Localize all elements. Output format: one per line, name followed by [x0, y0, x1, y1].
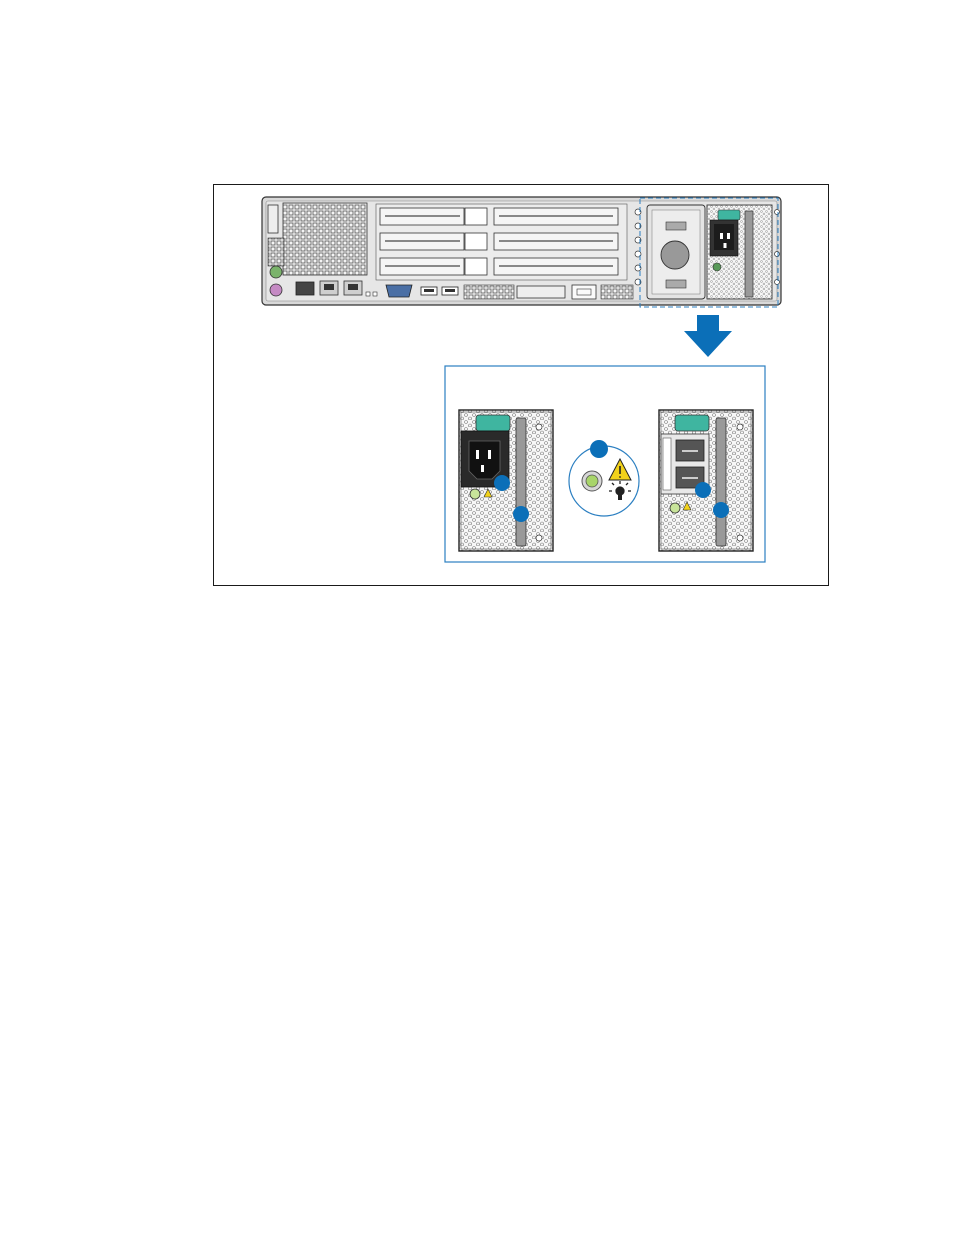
psu-ac-detail — [459, 410, 553, 551]
id-button — [268, 205, 278, 233]
vga-port — [386, 285, 412, 297]
ps2-keyboard-port — [270, 284, 282, 296]
rear-vent-grid — [283, 203, 367, 275]
callout-marker — [590, 440, 608, 458]
io-vent-strip-2 — [601, 285, 633, 299]
serial-port — [296, 282, 314, 295]
down-arrow-icon — [684, 315, 732, 357]
psu-handle — [516, 418, 526, 546]
pci-slots — [376, 204, 627, 280]
psu-dc-detail — [659, 410, 753, 551]
psu-filler-panel — [647, 205, 705, 299]
callout-marker — [494, 475, 510, 491]
release-latch — [675, 415, 709, 431]
rear-vent-grid-small — [268, 238, 284, 266]
installed-power-supply — [707, 205, 772, 299]
release-latch — [476, 415, 510, 431]
ext-connector — [572, 285, 596, 299]
server-rear-panel — [262, 197, 781, 307]
psu-led — [470, 489, 480, 499]
psu-handle — [716, 418, 726, 546]
io-vent-strip — [464, 285, 514, 299]
callout-marker — [713, 502, 729, 518]
callout-marker — [695, 482, 711, 498]
psu-led — [670, 503, 680, 513]
ps2-mouse-port — [270, 266, 282, 278]
sas-connector — [517, 286, 565, 298]
callout-marker — [513, 506, 529, 522]
